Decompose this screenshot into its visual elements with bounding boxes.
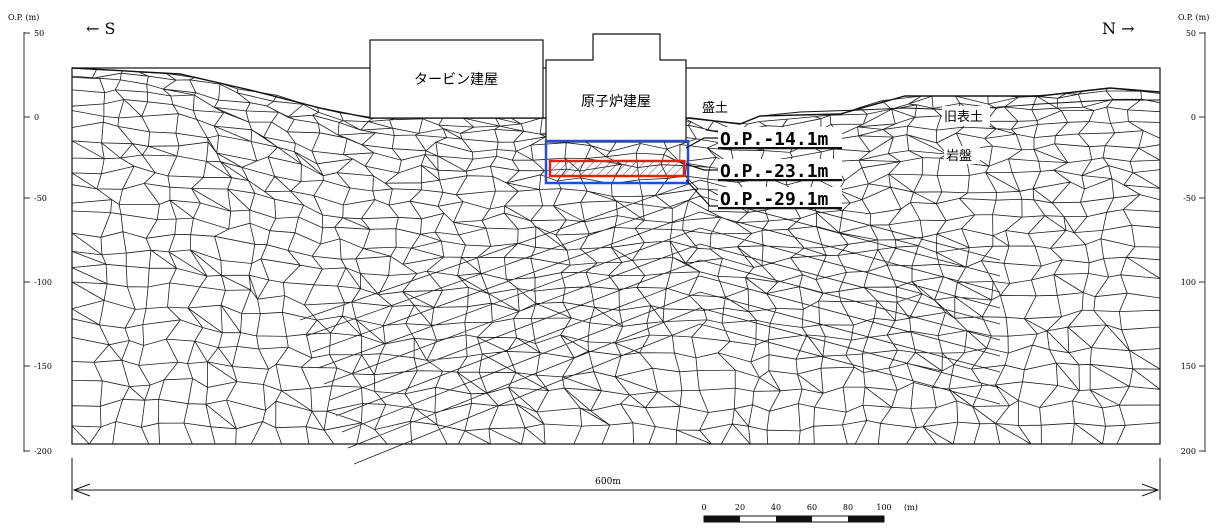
reactor-building-label: 原子炉建屋 [581,94,651,110]
reactor-building: 原子炉建屋 [545,33,687,143]
scale-tick-label: 100 [876,503,891,512]
elevation-label-middle: O.P.-23.1m [720,161,829,182]
ground-surface [71,67,1161,125]
right-tick-label: 50 [1186,29,1196,38]
width-dimension [71,458,1161,500]
scale-tick-label: 0 [701,503,706,512]
fill-soil-label: 盛土 [702,101,728,116]
left-tick-label: -50 [34,194,47,203]
left-tick-label: -200 [34,447,52,456]
turbine-building-label: タービン建屋 [414,72,498,88]
foundation-zone [544,139,690,185]
right-tick-label: -50 [1183,194,1196,203]
foundation-outer-highlight [544,139,690,185]
scale-tick-label: 80 [843,503,853,512]
left-axis-label: O.P. (m) [8,13,39,22]
left-tick-label: 0 [34,113,39,122]
south-direction-label: ← S [86,19,115,38]
scale-tick-label: 60 [807,503,817,512]
scale-bar: 0 20 40 60 80 100 (m) [701,503,918,523]
scale-tick-label: 20 [735,503,745,512]
left-elevation-axis: O.P. (m) 50 0 -50 -100 -150 -200 [8,13,52,456]
left-tick-label: 50 [34,29,44,38]
right-axis-label: O.P. (m) [1178,13,1209,22]
north-direction-label: N → [1102,19,1135,38]
elevation-callouts [685,137,842,210]
left-tick-label: -100 [34,278,52,287]
scale-tick-label: 40 [771,503,781,512]
turbine-building: タービン建屋 [369,39,544,119]
foundation-inner-highlight [548,159,686,178]
bedrock-label: 岩盤 [946,149,972,164]
elevation-label-top: O.P.-14.1m [720,129,829,150]
old-surface-soil-label: 旧表土 [944,110,983,125]
left-tick-label: -150 [34,362,52,371]
right-elevation-axis: O.P. (m) 50 0 -50 100 150 200 [1178,13,1209,456]
scale-unit: (m) [904,503,918,512]
right-tick-label: 150 [1181,362,1196,371]
width-label: 600m [595,477,621,487]
right-tick-label: 100 [1181,278,1196,287]
elevation-label-bottom: O.P.-29.1m [720,189,829,210]
right-tick-label: 0 [1191,113,1196,122]
right-tick-label: 200 [1181,447,1196,456]
